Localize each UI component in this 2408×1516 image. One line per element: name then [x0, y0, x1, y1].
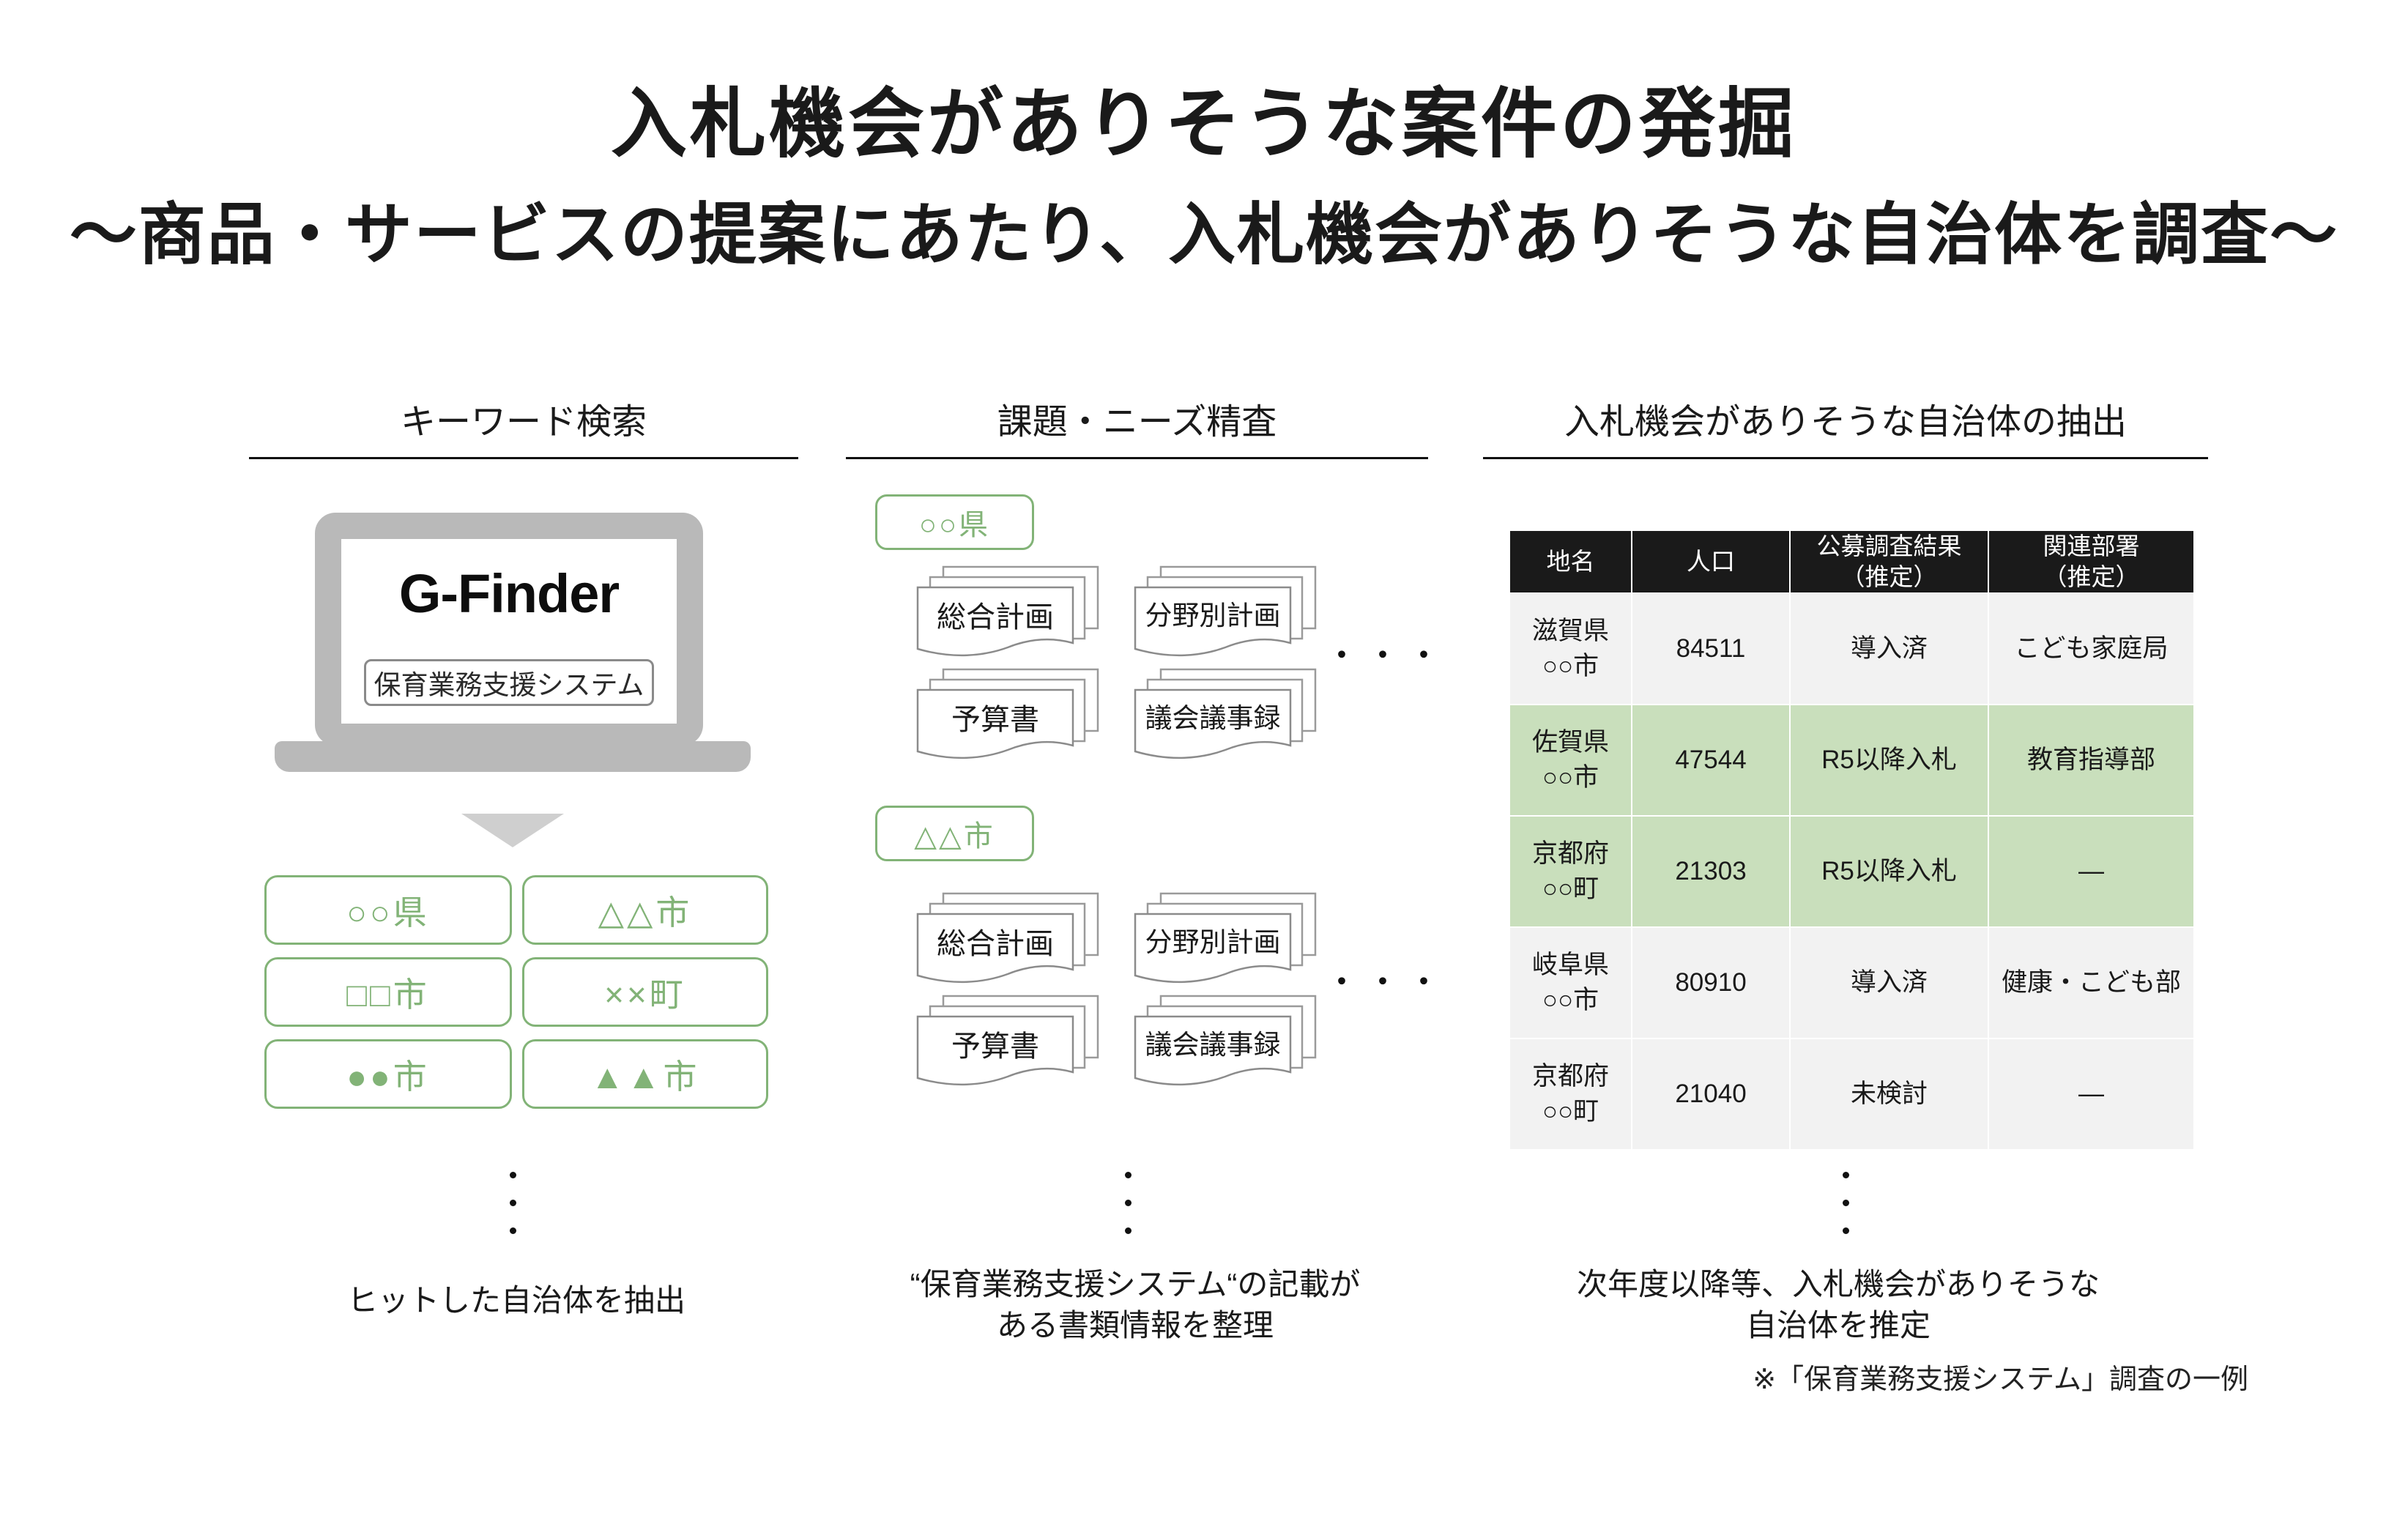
- cell-department: こども家庭局: [1989, 594, 2193, 705]
- result-chip[interactable]: ●●市: [264, 1039, 512, 1109]
- document-label: 議会議事録: [1145, 1030, 1281, 1060]
- arrow-down-icon: [461, 814, 564, 847]
- cell-place: 京都府 ○○町: [1510, 817, 1632, 928]
- document-label: 議会議事録: [1145, 703, 1281, 733]
- stacked-pages-icon: [1134, 668, 1317, 759]
- vertical-ellipsis-dot: [1125, 1227, 1131, 1234]
- municipality-table: 地名 人口 公募調査結果 （推定） 関連部署 （推定） 滋賀県 ○○市 8451…: [1510, 531, 2193, 1151]
- document-label: 分野別計画: [1145, 927, 1281, 957]
- cell-population: 21040: [1632, 1039, 1791, 1151]
- page-title: 入札機会がありそうな案件の発掘: [610, 82, 1797, 167]
- column2-caption-line1: “保育業務支援システム“の記載が: [910, 1267, 1361, 1301]
- cell-population: 21303: [1632, 817, 1791, 928]
- document-stack: 予算書: [916, 995, 1099, 1094]
- cell-place: 佐賀県 ○○市: [1510, 705, 1632, 817]
- group-label-prefecture: ○○県: [875, 494, 1034, 550]
- column-underline: [846, 457, 1428, 459]
- cell-result: 導入済: [1791, 594, 1989, 705]
- column-underline: [1483, 457, 2208, 459]
- result-chip[interactable]: ××町: [522, 957, 768, 1027]
- cell-department: 教育指導部: [1989, 705, 2193, 817]
- cell-place: 京都府 ○○町: [1510, 1039, 1632, 1151]
- result-chip[interactable]: △△市: [522, 875, 768, 945]
- group-label-city: △△市: [875, 806, 1034, 861]
- vertical-ellipsis-dot: [1125, 1200, 1131, 1206]
- cell-department: ―: [1989, 1039, 2193, 1151]
- column-header-keyword-search: キーワード検索: [400, 403, 647, 442]
- vertical-ellipsis-dot: [1843, 1172, 1849, 1178]
- app-logo: G-Finder: [398, 563, 620, 624]
- vertical-ellipsis-dot: [510, 1227, 516, 1234]
- cell-population: 47544: [1632, 705, 1791, 817]
- table-header-row: 地名 人口 公募調査結果 （推定） 関連部署 （推定）: [1510, 531, 2193, 594]
- column3-caption: 次年度以降等、入札機会がありそうな 自治体を推定: [1509, 1264, 2168, 1346]
- search-results-grid: ○○県 △△市 □□市 ××町 ●●市 ▲▲市: [264, 875, 768, 1109]
- table-row: 京都府 ○○町 21040 未検討 ―: [1510, 1039, 2193, 1151]
- cell-department: ―: [1989, 817, 2193, 928]
- table-row-highlighted: 佐賀県 ○○市 47544 R5以降入札 教育指導部: [1510, 705, 2193, 817]
- horizontal-ellipsis: ・・・: [1327, 966, 1450, 998]
- cell-place: 滋賀県 ○○市: [1510, 594, 1632, 705]
- stacked-pages-icon: [1134, 892, 1317, 984]
- document-label: 総合計画: [937, 928, 1054, 960]
- table-row: 滋賀県 ○○市 84511 導入済 こども家庭局: [1510, 594, 2193, 705]
- result-chip[interactable]: ▲▲市: [522, 1039, 768, 1109]
- cell-result: R5以降入札: [1791, 705, 1989, 817]
- vertical-ellipsis-dot: [510, 1172, 516, 1178]
- column-underline: [249, 457, 798, 459]
- result-chip[interactable]: ○○県: [264, 875, 512, 945]
- table-header-department: 関連部署 （推定）: [1989, 531, 2193, 594]
- cell-result: R5以降入札: [1791, 817, 1989, 928]
- document-stack: 予算書: [916, 668, 1099, 768]
- vertical-ellipsis-dot: [1843, 1200, 1849, 1206]
- horizontal-ellipsis: ・・・: [1327, 639, 1450, 672]
- document-stack: 総合計画: [916, 892, 1099, 992]
- document-stack: 分野別計画: [1134, 565, 1317, 665]
- stacked-pages-icon: [916, 565, 1099, 657]
- column-header-needs-review: 課題・ニーズ精査: [997, 403, 1277, 442]
- document-label: 分野別計画: [1145, 601, 1281, 631]
- table-header-place: 地名: [1510, 531, 1632, 594]
- column1-caption: ヒットした自治体を抽出: [346, 1283, 685, 1318]
- cell-place: 岐阜県 ○○市: [1510, 928, 1632, 1039]
- document-label: 総合計画: [937, 601, 1054, 633]
- stacked-pages-icon: [1134, 565, 1317, 657]
- cell-result: 未検討: [1791, 1039, 1989, 1151]
- cell-population: 84511: [1632, 594, 1791, 705]
- document-label: 予算書: [951, 1030, 1039, 1063]
- cell-department: 健康・こども部: [1989, 928, 2193, 1039]
- table-header-survey-result: 公募調査結果 （推定）: [1791, 531, 1989, 594]
- stacked-pages-icon: [1134, 995, 1317, 1086]
- cell-result: 導入済: [1791, 928, 1989, 1039]
- table-row: 岐阜県 ○○市 80910 導入済 健康・こども部: [1510, 928, 2193, 1039]
- document-stack: 議会議事録: [1134, 995, 1317, 1094]
- column2-caption-line2: ある書類情報を整理: [996, 1308, 1274, 1342]
- table-row-highlighted: 京都府 ○○町 21303 R5以降入札 ―: [1510, 817, 2193, 928]
- cell-population: 80910: [1632, 928, 1791, 1039]
- document-stack: 議会議事録: [1134, 668, 1317, 768]
- laptop-base: [275, 741, 751, 772]
- stacked-pages-icon: [916, 668, 1099, 759]
- search-input[interactable]: 保育業務支援システム: [364, 659, 654, 706]
- footnote: ※「保育業務支援システム」調査の一例: [1753, 1364, 2248, 1395]
- document-label: 予算書: [951, 704, 1039, 736]
- stacked-pages-icon: [916, 995, 1099, 1086]
- table-header-population: 人口: [1632, 531, 1791, 594]
- page-subtitle: ～商品・サービスの提案にあたり、入札機会がありそうな自治体を調査～: [69, 198, 2339, 272]
- result-chip[interactable]: □□市: [264, 957, 512, 1027]
- column3-caption-line2: 自治体を推定: [1745, 1308, 1931, 1342]
- column-header-extraction: 入札機会がありそうな自治体の抽出: [1564, 403, 2127, 442]
- vertical-ellipsis-dot: [510, 1200, 516, 1206]
- column2-caption: “保育業務支援システム“の記載が ある書類情報を整理: [839, 1264, 1432, 1346]
- vertical-ellipsis-dot: [1843, 1227, 1849, 1234]
- column3-caption-line1: 次年度以降等、入札機会がありそうな: [1576, 1267, 2100, 1301]
- document-stack: 分野別計画: [1134, 892, 1317, 992]
- document-stack: 総合計画: [916, 565, 1099, 665]
- vertical-ellipsis-dot: [1125, 1172, 1131, 1178]
- stacked-pages-icon: [916, 892, 1099, 984]
